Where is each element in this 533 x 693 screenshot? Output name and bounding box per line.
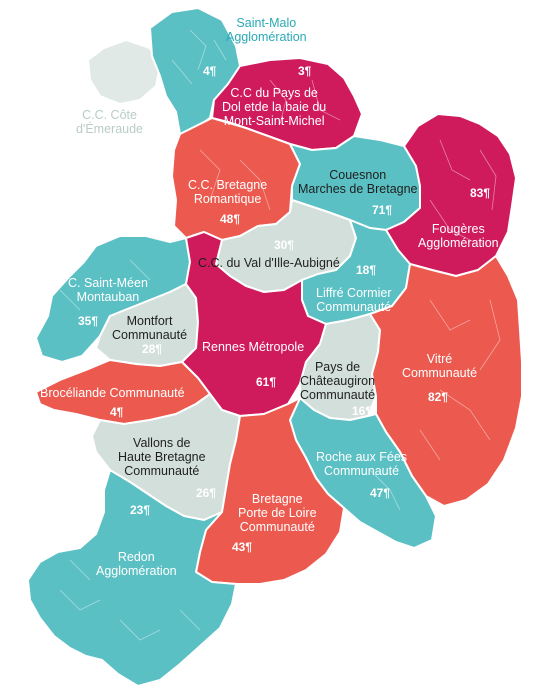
value-redon: 23¶ [130,503,151,517]
value-chateaugiron: 16¶ [352,404,373,418]
value-roche-aux-fees: 47¶ [370,486,391,500]
value-vitre: 82¶ [428,390,449,404]
value-broceliande: 4¶ [110,405,124,419]
value-saint-malo: 4¶ [203,64,217,78]
label-rennes-metropole: Rennes Métropole [202,340,305,354]
label-broceliande: Brocéliande Communauté [40,386,185,400]
region-vitre[interactable] [369,255,523,507]
commune-borders [59,29,501,641]
value-dol: 3¶ [298,64,312,78]
value-fougeres: 83¶ [470,186,491,200]
value-couesnon: 71¶ [372,203,393,217]
value-vallons-haute-bretagne: 26¶ [196,486,217,500]
value-rennes-metropole: 61¶ [256,375,277,389]
region-cote-emeraude[interactable] [87,39,161,105]
value-val-ille-aubigne: 30¶ [274,238,295,252]
value-liffre-cormier: 18¶ [356,263,377,277]
value-saint-meen-montauban: 35¶ [78,314,99,328]
label-val-ille-aubigne: C.C. du Val d'Ille-Aubigné [198,256,340,270]
value-montfort: 28¶ [142,342,163,356]
value-bretagne-romantique: 48¶ [220,212,241,226]
region-redon[interactable] [27,469,237,687]
value-bretagne-porte-de-loire: 43¶ [232,540,253,554]
